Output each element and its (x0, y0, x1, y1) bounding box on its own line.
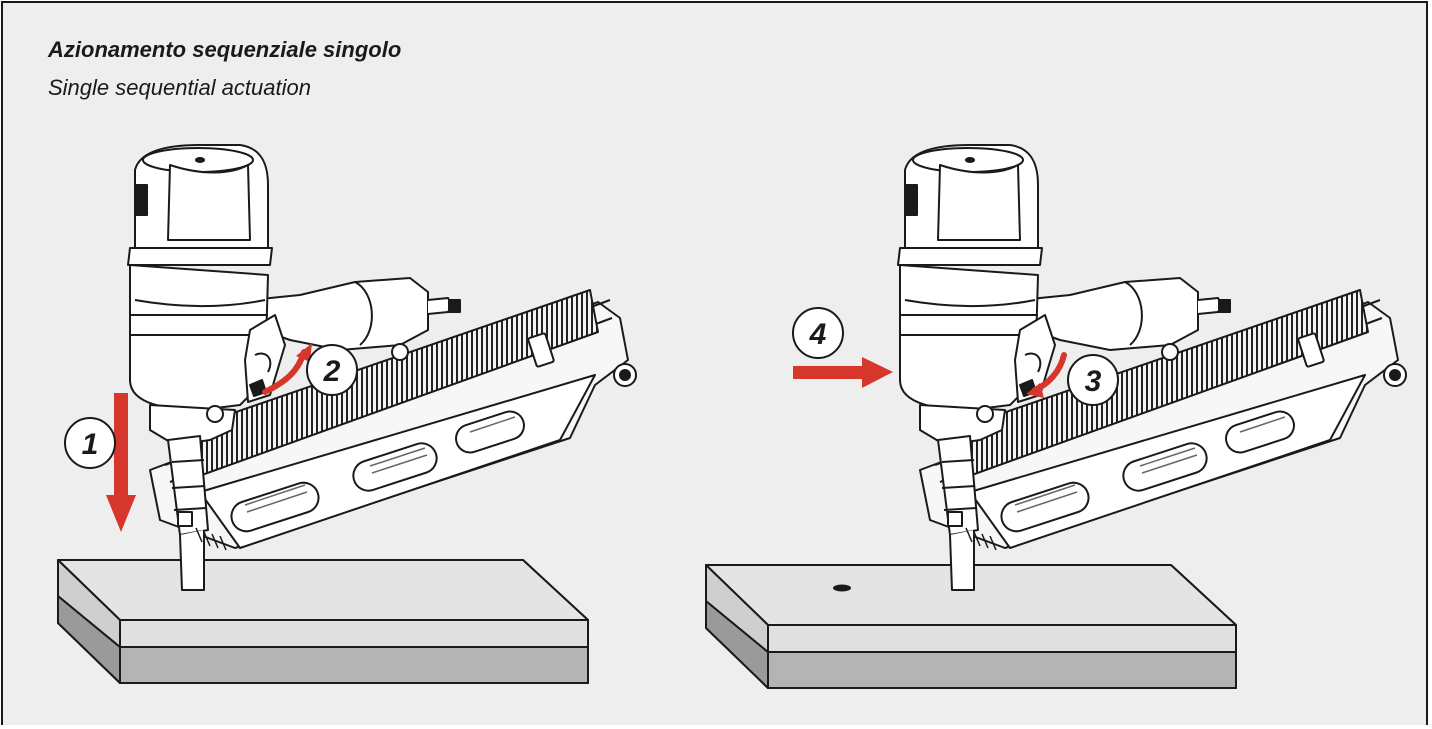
step-badge-3: 3 (1067, 354, 1119, 406)
title-italian: Azionamento sequenziale singolo (48, 37, 402, 62)
board-left (57, 559, 589, 684)
arrow-right-icon (793, 357, 893, 388)
step-number-3: 3 (1085, 365, 1102, 398)
nail-hole-mark (833, 584, 851, 592)
step-badge-4: 4 (792, 307, 844, 359)
step-badge-1: 1 (64, 417, 116, 469)
step-number-4: 4 (809, 318, 827, 351)
arrow-curved-up-icon (262, 343, 312, 395)
step-number-2: 2 (323, 355, 341, 388)
step-badge-2: 2 (306, 344, 358, 396)
arrow-down-icon (106, 393, 136, 532)
title-english: Single sequential actuation (48, 75, 311, 100)
nail-gun-right-illustration (897, 144, 1407, 591)
step-number-1: 1 (82, 428, 99, 461)
nail-gun-left-illustration (127, 144, 637, 591)
arrow-curved-down-icon (1026, 352, 1067, 398)
